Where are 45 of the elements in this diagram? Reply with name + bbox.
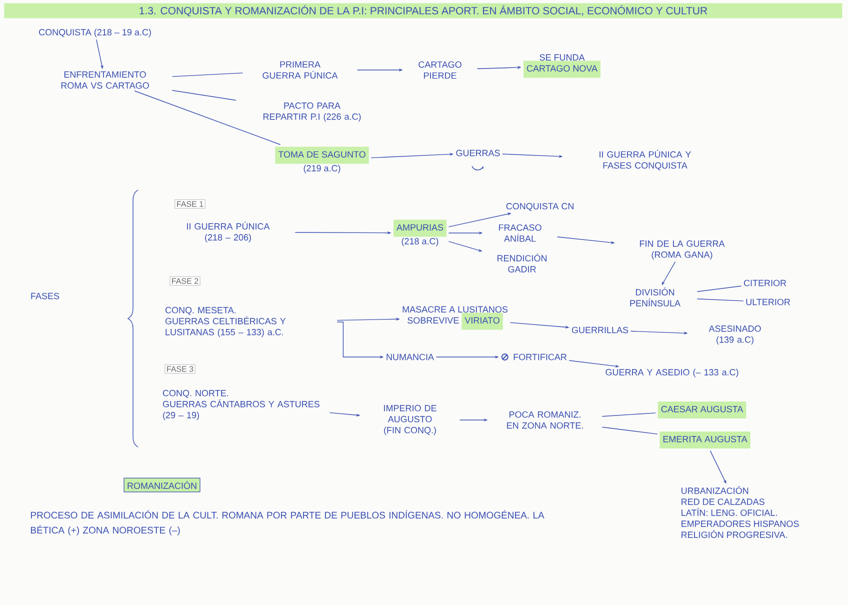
connector-line xyxy=(602,412,656,417)
connector-line xyxy=(696,298,744,302)
note-text: RENDICIÓN GADIR xyxy=(498,254,547,272)
note-text: ENFRENTAMIENTO ROMA VS CARTAGO xyxy=(61,71,149,89)
note-text: CONQUISTA (218 – 19 a.C) xyxy=(39,28,151,38)
connector-line xyxy=(134,90,281,145)
note-text: FORTIFICAR xyxy=(514,354,567,360)
note-text: CARTAGO PIERDE xyxy=(418,61,462,79)
note-text: ULTERIOR xyxy=(746,298,790,306)
phase-label-box: FASE 2 xyxy=(170,276,200,286)
note-text: TOMA DE SAGUNTO (219 a.C) xyxy=(275,146,369,174)
connector-line xyxy=(172,90,236,101)
note-text: CONQUISTA CN xyxy=(506,203,574,211)
note-text: II GUERRA PÚNICA Y FASES CONQUISTA xyxy=(600,150,692,170)
title: 1.3. CONQUISTA Y ROMANIZACIÓN DE LA P.I: PRINCIPALES APORT. EN ÁMBITO SOCIAL, ECONÓMICO Y CULTUR xyxy=(4,3,842,18)
note-text: DIVISIÓN PENÍNSULA xyxy=(630,288,680,306)
note-text: AMPURIAS (218 a.C) xyxy=(394,220,446,246)
note-text: NUMANCIA xyxy=(386,354,434,360)
note-text: CONQ. NORTE. GUERRAS CÁNTABROS Y ASTURES (29 – 19) xyxy=(162,390,320,420)
section-heading-box: ROMANIZACIÓN xyxy=(124,478,200,492)
note-text: MASACRE A LUSITANOS SOBREVIVE VIRIATO xyxy=(402,306,508,330)
note-text: CITERIOR xyxy=(744,280,786,286)
paragraph: PROCESO DE ASIMILACIÓN DE LA CULT. ROMANA POR PARTE DE PUEBLOS INDÍGENAS. NO HOMOGÉNEA. LA BÉTICA (+) ZONA NOROESTE (–) xyxy=(30,510,544,536)
note-text: PACTO PARA REPARTIR P.I (226 a.C) xyxy=(263,102,361,122)
phase-label-box: FASE 1 xyxy=(174,199,206,209)
note-text: POCA ROMANIZ. EN ZONA NORTE. xyxy=(507,411,583,429)
note-text: GUERRILLAS xyxy=(572,326,628,334)
note-text: SE FUNDA CARTAGO NOVA xyxy=(524,54,601,78)
note-text: FIN DE LA GUERRA (ROMA GANA) xyxy=(640,240,725,260)
note-text: PRIMERA GUERRA PÚNICA xyxy=(262,61,338,79)
note-text: CAESAR AUGUSTA xyxy=(658,402,746,418)
note-text: ASESINADO (139 a.C) xyxy=(708,325,761,345)
note-text: URBANIZACIÓN RED DE CALZADAS LATÍN: LENG. OFICIAL. EMPERADORES HISPANOS RELIGIÓN PROGRESIVA. xyxy=(682,486,799,538)
note-text: FASES xyxy=(31,292,60,300)
note-text: II GUERRA PÚNICA (218 – 206) xyxy=(187,222,270,242)
connector-line xyxy=(172,72,244,77)
note-text: IMPERIO DE AUGUSTO (FIN CONQ.) xyxy=(384,404,436,436)
note-text: FRACASO ANÍBAL xyxy=(499,224,542,242)
phase-label-box: FASE 3 xyxy=(164,364,196,374)
note-text: CONQ. MESETA. GUERRAS CELTIBÉRICAS Y LUSITANAS (155 – 133) a.C. xyxy=(165,306,286,338)
note-text: GUERRAS xyxy=(456,150,500,156)
note-text: GUERRA Y ASEDIO (– 133 a.C) xyxy=(606,368,738,378)
connector-line xyxy=(696,286,742,292)
note-text: EMERITA AUGUSTA xyxy=(660,432,750,448)
connector-line xyxy=(602,426,658,434)
